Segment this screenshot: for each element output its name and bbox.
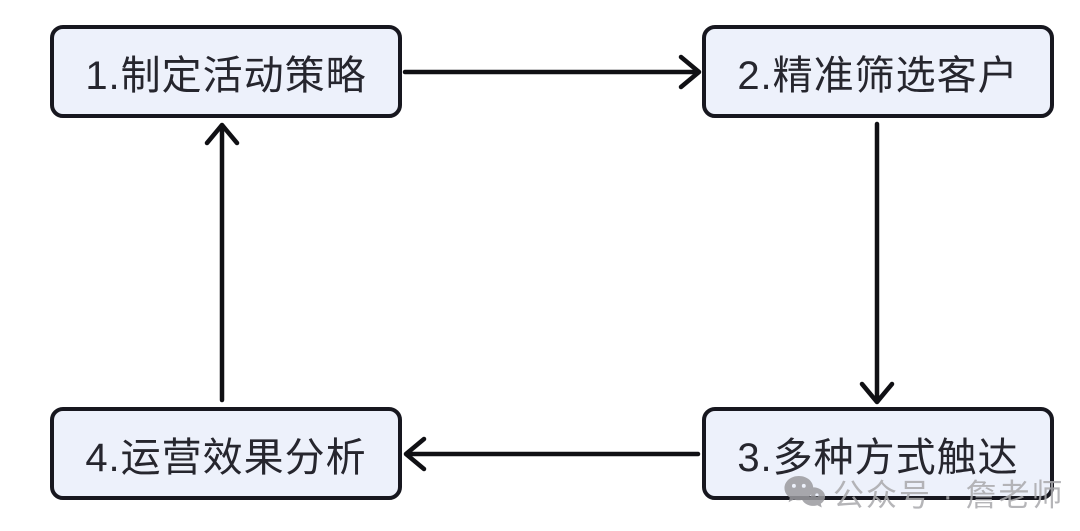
arrow-step3-to-step4 [403, 436, 701, 472]
watermark-text: 公众号 · 詹老师 [833, 478, 1065, 513]
step-4-label: 4.运营效果分析 [85, 435, 367, 480]
step-3-label: 3.多种方式触达 [737, 435, 1019, 480]
step-2-label: 2.精准筛选客户 [737, 53, 1019, 98]
arrow-step4-to-step1 [204, 122, 240, 403]
wechat-icon [784, 476, 826, 508]
watermark: 公众号 · 詹老师 [781, 470, 1065, 515]
step-1-label: 1.制定活动策略 [85, 53, 367, 98]
arrow-step2-to-step3 [859, 121, 895, 405]
arrow-step1-to-step2 [402, 54, 702, 90]
step-box-4: 4.运营效果分析 [50, 407, 402, 500]
step-box-2: 2.精准筛选客户 [702, 25, 1054, 118]
step-box-3: 3.多种方式触达 [702, 407, 1054, 500]
step-box-1: 1.制定活动策略 [50, 25, 402, 118]
